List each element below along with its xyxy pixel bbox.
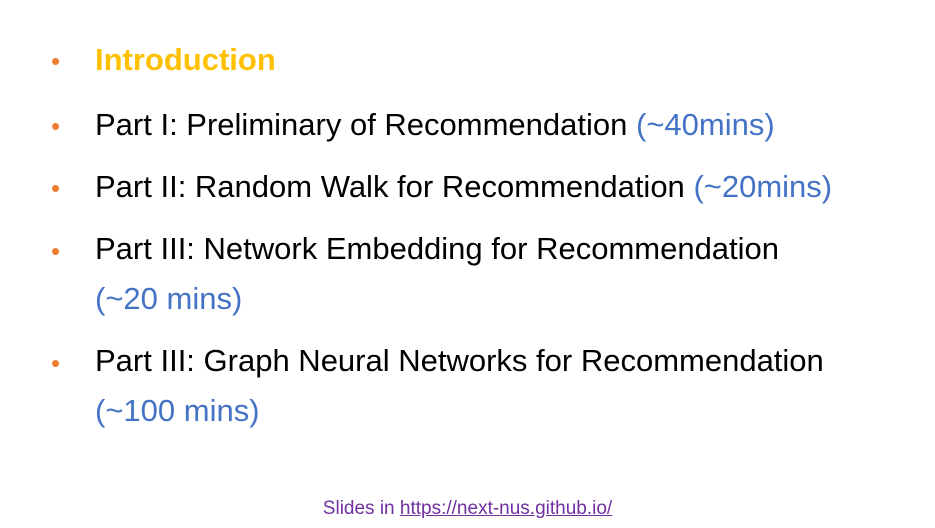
agenda-item-text: Part II: Random Walk for Recommendation … [95,161,915,213]
agenda-item-label: Introduction [95,42,276,77]
slides-link[interactable]: https://next-nus.github.io/ [399,498,613,519]
agenda-item-label: Part II: Random Walk for Recommendation [95,169,685,204]
agenda-item-time: (~100 mins) [95,393,260,428]
bullet-icon: • [51,236,61,266]
agenda-item-label: Part III: Graph Neural Networks for Reco… [95,343,824,378]
slides-footer: Slides in https://next-nus.github.io/ [0,496,935,522]
agenda-item-text: Part I: Preliminary of Recommendation (~… [95,99,915,151]
agenda-item-text: Part III: Network Embedding for Recommen… [95,224,915,324]
agenda-item-label: Part I: Preliminary of Recommendation [95,107,628,142]
bullet-icon: • [51,46,61,76]
agenda-item-time: (~40mins) [636,107,775,142]
agenda-item-time: (~20 mins) [95,281,243,316]
agenda-item-time: (~20mins) [693,169,833,204]
footer-prefix: Slides in [322,498,395,519]
agenda-item-label: Part III: Network Embedding for Recommen… [95,231,780,266]
bullet-icon: • [51,173,61,203]
bullet-icon: • [51,348,61,378]
agenda-item-text: Part III: Graph Neural Networks for Reco… [95,336,915,436]
bullet-icon: • [51,111,61,141]
